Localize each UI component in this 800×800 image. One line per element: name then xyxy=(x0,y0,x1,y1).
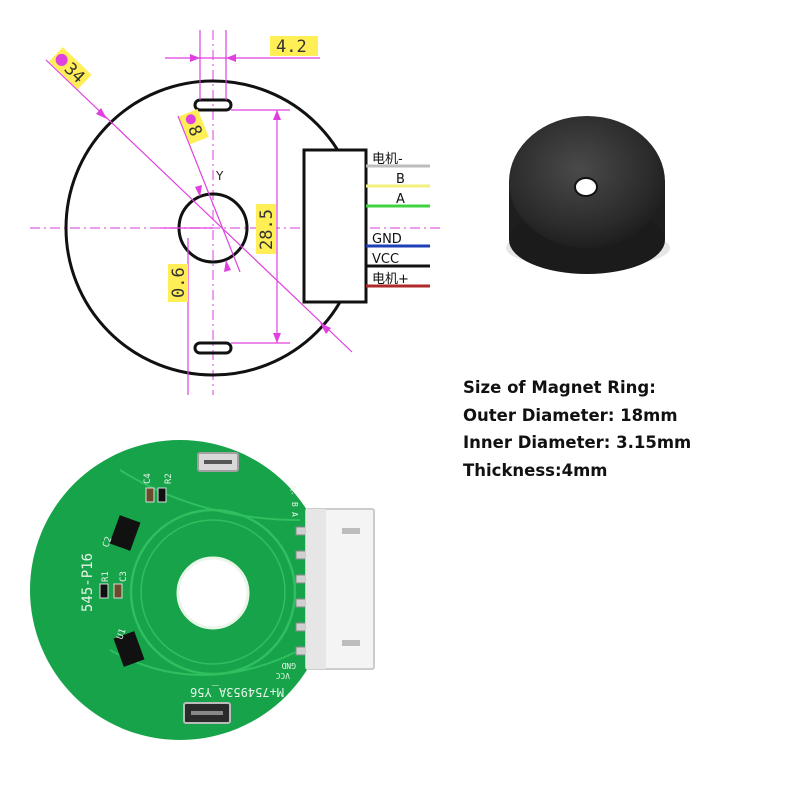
pcb-ref-r2: R2 xyxy=(164,473,174,484)
pcb-jst-latch-top xyxy=(342,528,360,534)
wire-label-motor-plus: 电机+ xyxy=(372,272,409,287)
y-axis-label: Y xyxy=(215,169,224,183)
pcb-part-number: M+754953A_Y56 xyxy=(190,685,284,699)
pcb-pin-b: B xyxy=(290,502,299,507)
pcb-trace-top xyxy=(119,469,301,521)
dim-8-line xyxy=(177,115,241,273)
dim-8-arrow-top xyxy=(195,185,202,197)
pcb-pin-gnd: GND xyxy=(281,661,296,670)
wire-harness: 电机- B A GND VCC 电机+ xyxy=(366,152,430,288)
pcb-smd-r1 xyxy=(99,583,109,599)
dim-4-2-arrow-right xyxy=(226,54,236,62)
pcb-smd-c4 xyxy=(145,487,155,503)
pcb-hall-sensor-bottom xyxy=(113,631,145,667)
pcb-smd-c3 xyxy=(113,583,123,599)
wire-label-a: A xyxy=(396,192,405,207)
pcb-ref-c3: C3 xyxy=(119,571,129,582)
technical-drawing: 4.2 34 8 28.5 xyxy=(30,30,440,395)
pcb-smd-r2 xyxy=(157,487,167,503)
diameter-symbol-icon xyxy=(55,53,68,66)
pcb-jst-latch-bottom xyxy=(342,640,360,646)
dim-34-arrow-top xyxy=(96,108,107,119)
dim-4-2-highlight xyxy=(270,36,318,56)
dim-28-5-label: 28.5 xyxy=(257,209,277,250)
magnet-ring xyxy=(506,116,670,274)
wire-label-b: B xyxy=(396,172,405,187)
diameter-symbol-icon-small xyxy=(185,114,196,125)
dim-28-5-highlight xyxy=(256,204,276,254)
magnet-thickness: Thickness:4mm xyxy=(463,460,608,480)
pcb-pin-mminus: M- xyxy=(288,486,297,496)
dim-4-2-label: 4.2 xyxy=(276,37,307,57)
pcb-model-label: 545-P16 xyxy=(80,553,96,612)
pcb-trace-ring-inner xyxy=(140,519,286,665)
magnet-center-hole xyxy=(574,177,598,197)
wire-label-motor-minus: 电机- xyxy=(372,152,403,167)
dim-28-5-arrow-bottom xyxy=(273,333,281,343)
pcb-hall-sensor-top xyxy=(109,515,141,551)
magnet-specs-heading: Size of Magnet Ring: xyxy=(463,378,656,397)
dim-0-6-label: 0.6 xyxy=(169,267,189,298)
magnet-outer-diameter: Outer Diameter: 18mm xyxy=(463,405,678,425)
pcb-top-slot-hole xyxy=(204,460,232,464)
bottom-mounting-slot xyxy=(193,341,233,355)
pcb-ref-r1: R1 xyxy=(101,571,111,582)
pcb-pin-a: A xyxy=(290,512,299,517)
top-mounting-slot xyxy=(193,98,233,112)
connector-outline xyxy=(302,148,368,304)
wire-label-gnd: GND xyxy=(372,232,402,247)
dim-34-arrow-bottom xyxy=(320,323,331,334)
pcb-ref-c2: C2 xyxy=(101,535,114,549)
dim-0-6-highlight xyxy=(168,264,188,302)
pcb-jst-connector-side xyxy=(306,509,326,669)
pcb-center-hole xyxy=(176,556,250,630)
magnet-specs: Size of Magnet Ring: Outer Diameter: 18m… xyxy=(463,374,783,484)
pcb-pin-vcc: VCC xyxy=(275,671,290,680)
pcb-header-pins xyxy=(295,526,309,656)
pcb-ref-u1: U1 xyxy=(115,627,128,641)
dim-8-arrow-bottom xyxy=(224,260,231,272)
magnet-inner-diameter: Inner Diameter: 3.15mm xyxy=(463,433,692,452)
wire-label-vcc: VCC xyxy=(372,252,399,267)
dim-4-2-arrow-left xyxy=(190,54,200,62)
dim-28-5-arrow-top xyxy=(273,110,281,120)
pcb-bottom-slot-hole xyxy=(191,711,223,715)
encoder-pcb: C4 R2 C2 R1 C3 U1 545-P16 M+754953A_Y56 … xyxy=(30,440,375,740)
dim-34-line xyxy=(45,59,353,353)
pcb-ref-c4: C4 xyxy=(143,473,153,484)
